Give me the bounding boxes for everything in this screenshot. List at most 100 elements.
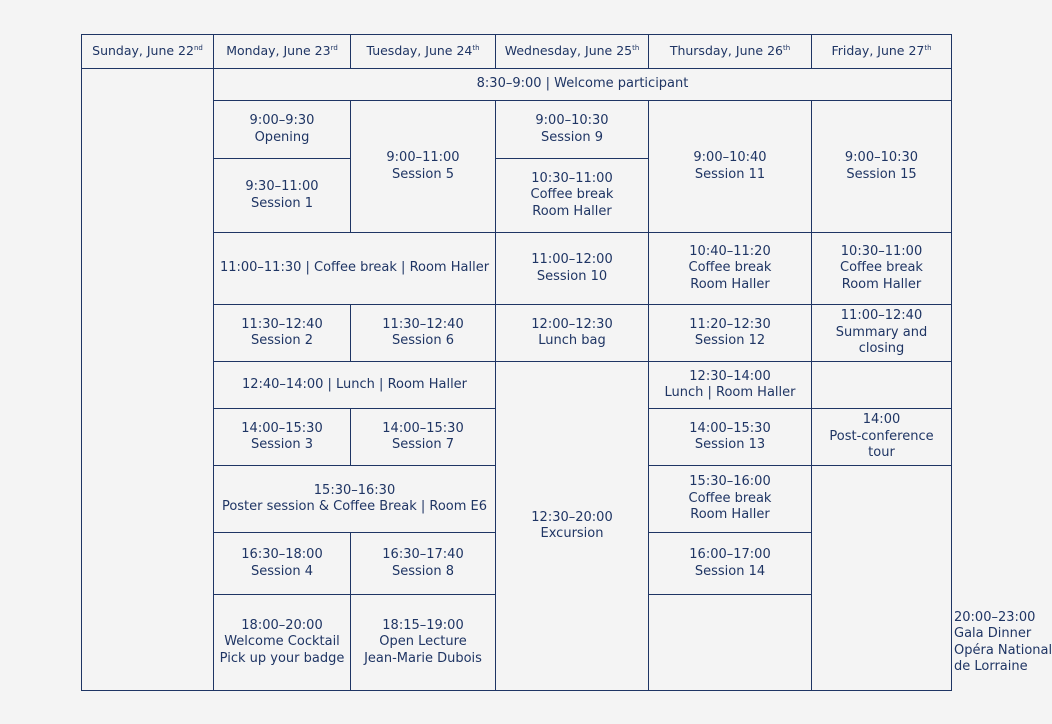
cell-text-line: Session 12 <box>694 333 766 348</box>
sunday-empty-cell <box>81 68 214 691</box>
cell-text-line: Session 10 <box>536 268 608 284</box>
cell-text-line: Summary and <box>835 324 928 340</box>
cell-text-line: 10:40–11:20 <box>689 243 771 259</box>
cell-text-line: 11:30–12:40 <box>382 316 464 332</box>
cell-text-line: 11:00–11:30 | Coffee break | Room Haller <box>219 260 490 276</box>
cell-text-line: 12:40–14:00 | Lunch | Room Haller <box>241 376 468 392</box>
friday-empty-cell <box>811 361 952 409</box>
cell-text-line: 9:30–11:00 <box>245 179 319 194</box>
cell-text-line: Excursion <box>540 526 604 541</box>
cell-text-line: Poster session & Coffee Break | Room E6 <box>221 499 488 514</box>
cell-text-line: Session 3 <box>250 437 313 452</box>
cell-text-line: Welcome Cocktail <box>224 634 340 650</box>
cell-text-line: Session 4 <box>250 563 313 579</box>
cell-text-line: Post-conference <box>829 428 934 444</box>
cell-text-line: 10:30–11:00 <box>840 243 923 259</box>
day-header-sunday: Sunday, June 22nd <box>81 34 214 69</box>
cell-text-line: 9:00–10:30 <box>844 150 919 165</box>
cell-text-line: Session 1 <box>250 195 313 211</box>
cell-text-line: 14:00–15:30 <box>689 420 771 436</box>
cell-text-line: Pick up your badge <box>219 650 345 666</box>
tuesday-evening-empty-cell <box>648 594 812 691</box>
cell-text-line: 14:00–15:30 <box>241 420 323 436</box>
cell-text-line: Session 7 <box>391 437 454 452</box>
cell-text-line: 11:00–12:00 <box>531 252 613 267</box>
day-header-friday: Friday, June 27th <box>811 34 952 69</box>
cell-text-line: 11:00–12:40 <box>840 308 923 324</box>
lunch-mon-tue-cell: 12:40–14:00 | Lunch | Room Haller <box>213 361 496 409</box>
cell-text-line: 16:00–17:00 <box>689 547 771 562</box>
cell-text-line: Lunch bag <box>538 333 606 348</box>
cell-text-line: 9:00–10:30 <box>535 113 609 128</box>
cell-text-line: Session 6 <box>391 333 454 348</box>
cell-text-line: 14:00 <box>862 412 901 428</box>
cell-text-line: Room Haller <box>690 276 770 292</box>
cell-text-line: 18:15–19:00 <box>382 617 464 633</box>
cell-text-line: Opening <box>254 129 310 145</box>
day-header-tuesday: Tuesday, June 24th <box>350 34 496 69</box>
conference-schedule-table: Sunday, June 22nd Monday, June 23rd Tues… <box>81 34 1052 691</box>
day-header-monday: Monday, June 23rd <box>213 34 351 69</box>
cell-text-line: Jean-Marie Dubois <box>364 650 482 666</box>
cell-text-line: 16:30–17:40 <box>382 547 464 562</box>
cell-text-line: 16:30–18:00 <box>241 547 323 562</box>
cell-text-line: Coffee break <box>840 260 923 276</box>
cell-text-line: Open Lecture <box>379 634 467 650</box>
cell-text-line: 10:30–11:00 <box>531 170 613 186</box>
cell-text-line: Coffee break <box>530 187 614 203</box>
cell-text-line: Session 13 <box>694 437 766 452</box>
cell-text-line: 15:30–16:30 <box>313 482 396 498</box>
cell-text-line: 18:00–20:00 <box>241 617 323 633</box>
cell-text-line: 9:00–11:00 <box>386 150 460 165</box>
day-header-thursday: Thursday, June 26th <box>648 34 812 69</box>
cell-text-line: Lunch | Room Haller <box>664 385 796 400</box>
cell-text-line: 9:00–10:40 <box>693 150 767 165</box>
cell-text-line: Session 15 <box>846 166 917 182</box>
friday-empty-lower-cell <box>811 465 952 691</box>
cell-text-line: 15:30–16:00 <box>689 474 771 490</box>
cell-text-line: tour <box>868 445 895 461</box>
cell-text-line: 14:00–15:30 <box>382 420 464 436</box>
cell-text-line: 12:30–20:00 <box>531 509 613 525</box>
cell-text-line: Session 14 <box>694 563 766 579</box>
cell-text-line: Room Haller <box>532 203 612 219</box>
cell-text-line: 11:20–12:30 <box>689 316 771 332</box>
cell-text-line: Session 11 <box>694 166 766 182</box>
cell-text-line: Room Haller <box>841 276 922 292</box>
cell-text-line: 11:30–12:40 <box>241 316 323 332</box>
coffee-break-mon-tue-cell: 11:00–11:30 | Coffee break | Room Haller <box>213 232 496 305</box>
welcome-participant-cell: 8:30–9:00 | Welcome participant <box>213 68 952 101</box>
cell-text-line: Session 5 <box>391 166 454 182</box>
cell-text-line: Coffee break <box>688 490 772 506</box>
cell-text-line: 9:00–9:30 <box>249 113 315 128</box>
header-row: Sunday, June 22nd Monday, June 23rd Tues… <box>81 34 952 69</box>
cell-text-line: Session 9 <box>540 129 603 145</box>
cell-text-line: Room Haller <box>690 507 770 523</box>
cell-text-line: closing <box>858 341 905 357</box>
cell-text-line: Session 8 <box>391 563 454 579</box>
